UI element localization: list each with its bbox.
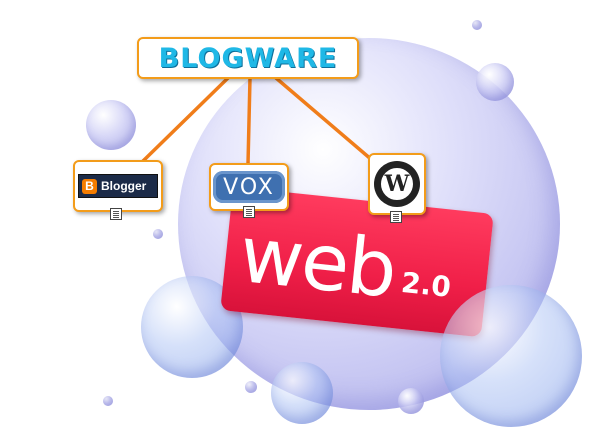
blogger-logo-text: Blogger [101,179,147,193]
bubble-large-front [440,285,582,427]
wordpress-letter: W [378,165,416,203]
wordpress-icon: W [374,161,420,207]
root-node-blogware[interactable]: BLOGWARE [137,37,359,79]
note-icon[interactable] [110,208,122,220]
vox-logo: VOX [213,171,285,203]
blogger-logo: B Blogger [78,174,158,198]
node-wordpress[interactable]: W [368,153,426,215]
blogger-b-icon: B [82,178,97,194]
node-vox[interactable]: VOX [209,163,289,211]
bubble-medium [271,362,333,424]
bubble-tiny [153,229,163,239]
node-blogger[interactable]: B Blogger [73,160,163,212]
bubble-tiny [103,396,113,406]
vox-logo-text: VOX [223,174,275,200]
root-node-label: BLOGWARE [158,42,338,74]
bubble-small [398,388,424,414]
note-icon[interactable] [243,206,255,218]
bubble-tiny [245,381,257,393]
connector-line-wordpress [274,76,374,162]
connector-line-blogger [140,76,230,164]
connector-line-vox [246,76,252,166]
bubble-small [86,100,136,150]
bubble-tiny [472,20,482,30]
note-icon[interactable] [390,211,402,223]
bubble-small [476,63,514,101]
